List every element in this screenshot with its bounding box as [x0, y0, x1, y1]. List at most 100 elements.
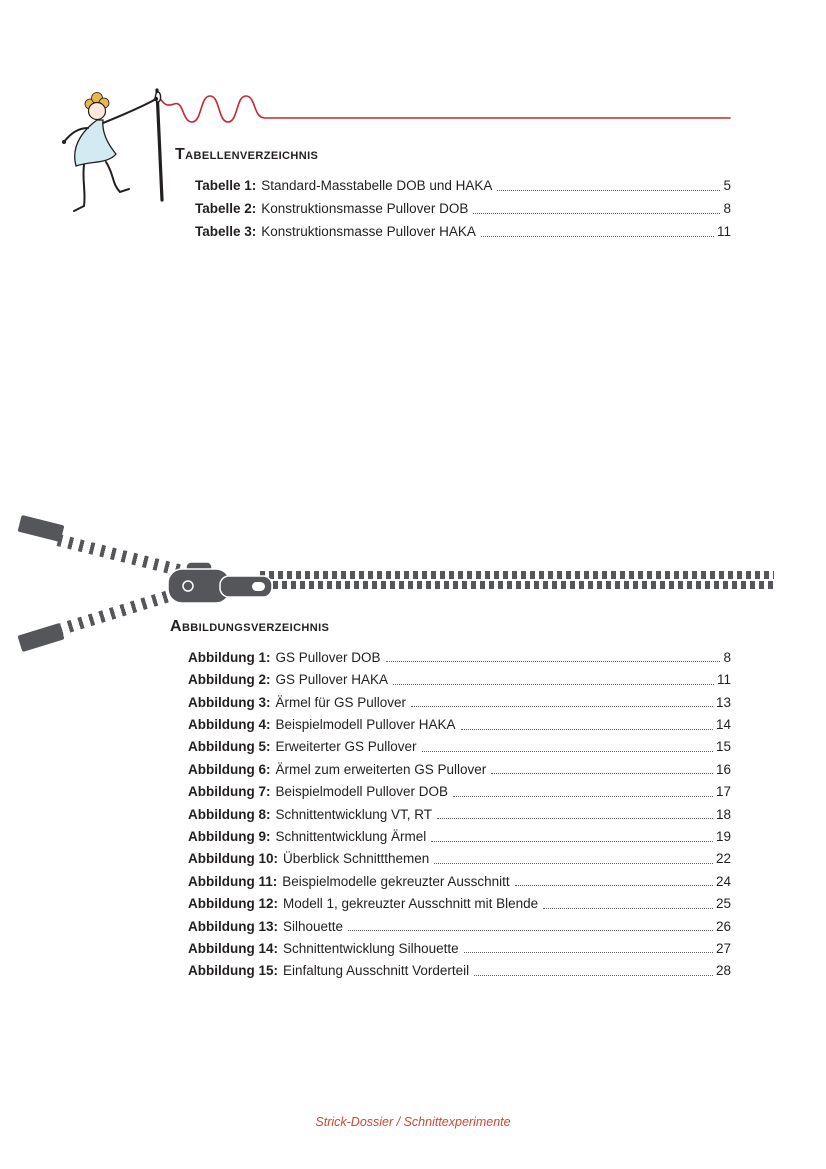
dot-leader [385, 661, 721, 663]
zipper-chain-top-teeth [260, 571, 774, 579]
entry-title: Ärmel für GS Pullover [275, 694, 407, 710]
toc-entry[interactable]: Tabelle 3: Konstruktionsmasse Pullover H… [195, 217, 731, 240]
dancer-figure [62, 92, 159, 212]
entry-title: Silhouette [283, 918, 344, 934]
entry-title: Standard-Masstabelle DOB und HAKA [261, 178, 493, 194]
toc-entry[interactable]: Abbildung 3: Ärmel für GS Pullover 13 [188, 688, 731, 710]
toc-entry[interactable]: Abbildung 15: Einfaltung Ausschnitt Vord… [188, 956, 731, 978]
entry-title: Schnittentwicklung Silhouette [283, 940, 459, 956]
entry-label: Abbildung 4: [188, 717, 271, 733]
entry-page-number: 22 [715, 851, 731, 867]
entry-title: Konstruktionsmasse Pullover HAKA [261, 224, 476, 240]
dot-leader [474, 974, 713, 976]
entry-label: Tabelle 3: [195, 224, 257, 240]
entry-page-number: 16 [715, 761, 731, 777]
entry-page-number: 28 [715, 963, 731, 979]
dot-leader [431, 840, 713, 842]
entry-title: Schnittentwicklung Ärmel [275, 829, 427, 844]
entry-page-number: 25 [715, 896, 731, 912]
entry-page-number: 26 [715, 918, 731, 934]
entry-page-number: 11 [716, 224, 731, 240]
entry-label: Abbildung 13: [188, 918, 278, 934]
dot-leader [421, 750, 713, 752]
dancer-illustration [60, 82, 760, 252]
toc-entry[interactable]: Abbildung 12: Modell 1, gekreuzter Aussc… [188, 889, 731, 911]
entry-page-number: 15 [715, 739, 731, 755]
toc-entry[interactable]: Tabelle 2: Konstruktionsmasse Pullover D… [195, 194, 731, 217]
dot-leader [437, 818, 713, 820]
entry-label: Abbildung 9: [188, 829, 271, 844]
entry-page-number: 19 [715, 829, 731, 844]
entry-title: Beispielmodelle gekreuzter Ausschnitt [282, 873, 510, 889]
figures-toc-section: Abbildungsverzeichnis Abbildung 1: GS Pu… [170, 618, 731, 979]
entry-title: Einfaltung Ausschnitt Vorderteil [283, 963, 470, 979]
toc-entry[interactable]: Abbildung 7: Beispielmodell Pullover DOB… [188, 777, 731, 799]
entry-page-number: 13 [715, 694, 731, 710]
needle-icon [154, 88, 164, 202]
figures-heading: Abbildungsverzeichnis [170, 618, 330, 635]
dot-leader [543, 907, 713, 909]
zipper-illustration [0, 512, 826, 657]
dot-leader [460, 728, 713, 730]
entry-label: Abbildung 12: [188, 896, 278, 912]
entry-title: GS Pullover HAKA [275, 672, 389, 688]
entry-title: Beispielmodell Pullover HAKA [275, 717, 456, 733]
toc-entry[interactable]: Abbildung 2: GS Pullover HAKA 11 [188, 665, 731, 687]
entry-page-number: 24 [715, 873, 731, 889]
entry-page-number: 11 [716, 672, 731, 688]
dot-leader [434, 862, 713, 864]
dot-leader [393, 683, 714, 685]
page-footer: Strick-Dossier / Schnittexperimente [0, 1115, 826, 1129]
dot-leader [463, 952, 713, 954]
toc-entry[interactable]: Abbildung 1: GS Pullover DOB 8 [188, 643, 731, 665]
toc-entry[interactable]: Tabelle 1: Standard-Masstabelle DOB und … [195, 171, 731, 194]
zipper-chain-bottom-teeth [260, 581, 774, 589]
entry-page-number: 8 [723, 201, 731, 217]
entry-label: Abbildung 15: [188, 963, 278, 979]
toc-entry[interactable]: Abbildung 8: Schnittentwicklung VT, RT 1… [188, 800, 731, 822]
entry-label: Abbildung 6: [188, 761, 271, 777]
toc-entry[interactable]: Abbildung 13: Silhouette 26 [188, 912, 731, 934]
toc-entry[interactable]: Abbildung 14: Schnittentwicklung Silhoue… [188, 934, 731, 956]
dot-leader [497, 190, 721, 191]
entry-page-number: 27 [715, 940, 731, 956]
tables-heading: Tabellenverzeichnis [175, 146, 319, 163]
entry-label: Abbildung 1: [188, 649, 271, 665]
dot-leader [348, 930, 713, 932]
entry-title: Konstruktionsmasse Pullover DOB [261, 201, 469, 217]
toc-entry[interactable]: Abbildung 4: Beispielmodell Pullover HAK… [188, 710, 731, 732]
entry-label: Abbildung 5: [188, 739, 271, 755]
entry-title: Modell 1, gekreuzter Ausschnitt mit Blen… [283, 896, 539, 912]
entry-title: Ärmel zum erweiterten GS Pullover [275, 761, 487, 777]
tables-list: Tabelle 1: Standard-Masstabelle DOB und … [175, 171, 731, 240]
dot-leader [411, 706, 713, 708]
entry-title: Beispielmodell Pullover DOB [275, 784, 449, 800]
toc-entry[interactable]: Abbildung 11: Beispielmodelle gekreuzter… [188, 867, 731, 889]
entry-page-number: 17 [715, 784, 731, 800]
dot-leader [491, 773, 713, 775]
red-thread-icon [157, 95, 731, 123]
entry-title: GS Pullover DOB [275, 649, 381, 665]
entry-title: Schnittentwicklung VT, RT [275, 806, 433, 822]
dancer-needle-thread-svg [62, 88, 731, 212]
entry-label: Abbildung 8: [188, 806, 271, 822]
entry-page-number: 14 [715, 717, 731, 733]
toc-entry[interactable]: Abbildung 10: Überblick Schnittthemen 22 [188, 845, 731, 867]
entry-label: Abbildung 10: [188, 851, 278, 867]
toc-entry[interactable]: Abbildung 9: Schnittentwicklung Ärmel 19 [188, 822, 731, 844]
dot-leader [480, 236, 714, 237]
entry-label: Tabelle 1: [195, 178, 257, 194]
footer-text: Strick-Dossier / Schnittexperimente [315, 1115, 511, 1129]
dot-leader [473, 213, 721, 214]
dot-leader [453, 795, 713, 797]
tables-toc-section: Tabellenverzeichnis Tabelle 1: Standard-… [175, 146, 731, 240]
entry-label: Abbildung 11: [188, 873, 278, 889]
zipper-slider-icon [167, 561, 273, 604]
entry-label: Abbildung 7: [188, 784, 271, 800]
toc-entry[interactable]: Abbildung 5: Erweiterter GS Pullover 15 [188, 733, 731, 755]
entry-page-number: 18 [715, 806, 731, 822]
toc-entry[interactable]: Abbildung 6: Ärmel zum erweiterten GS Pu… [188, 755, 731, 777]
entry-label: Tabelle 2: [195, 201, 257, 217]
dot-leader [514, 885, 713, 887]
